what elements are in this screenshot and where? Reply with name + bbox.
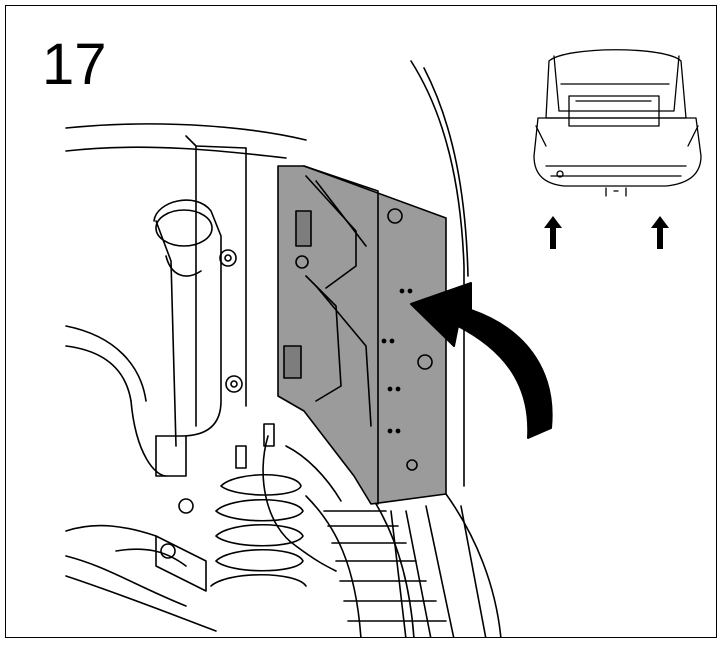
mounting-bolts: [178, 249, 243, 514]
sensor-cable: [235, 423, 337, 572]
coil-spring: [210, 473, 307, 587]
tyre: [285, 445, 502, 637]
curved-arrow-icon: [410, 282, 553, 439]
wheel-arch-liner-panel: [277, 165, 447, 505]
suspension-arm: [115, 535, 207, 592]
car-rear-view-icon: [533, 49, 702, 197]
step-number: 17: [42, 32, 107, 97]
instruction-frame: 17: [5, 5, 717, 638]
up-arrow-icon: [544, 216, 669, 249]
body-panel-lines: [65, 60, 469, 632]
pipe: [153, 199, 222, 477]
main-illustration: [65, 49, 702, 637]
